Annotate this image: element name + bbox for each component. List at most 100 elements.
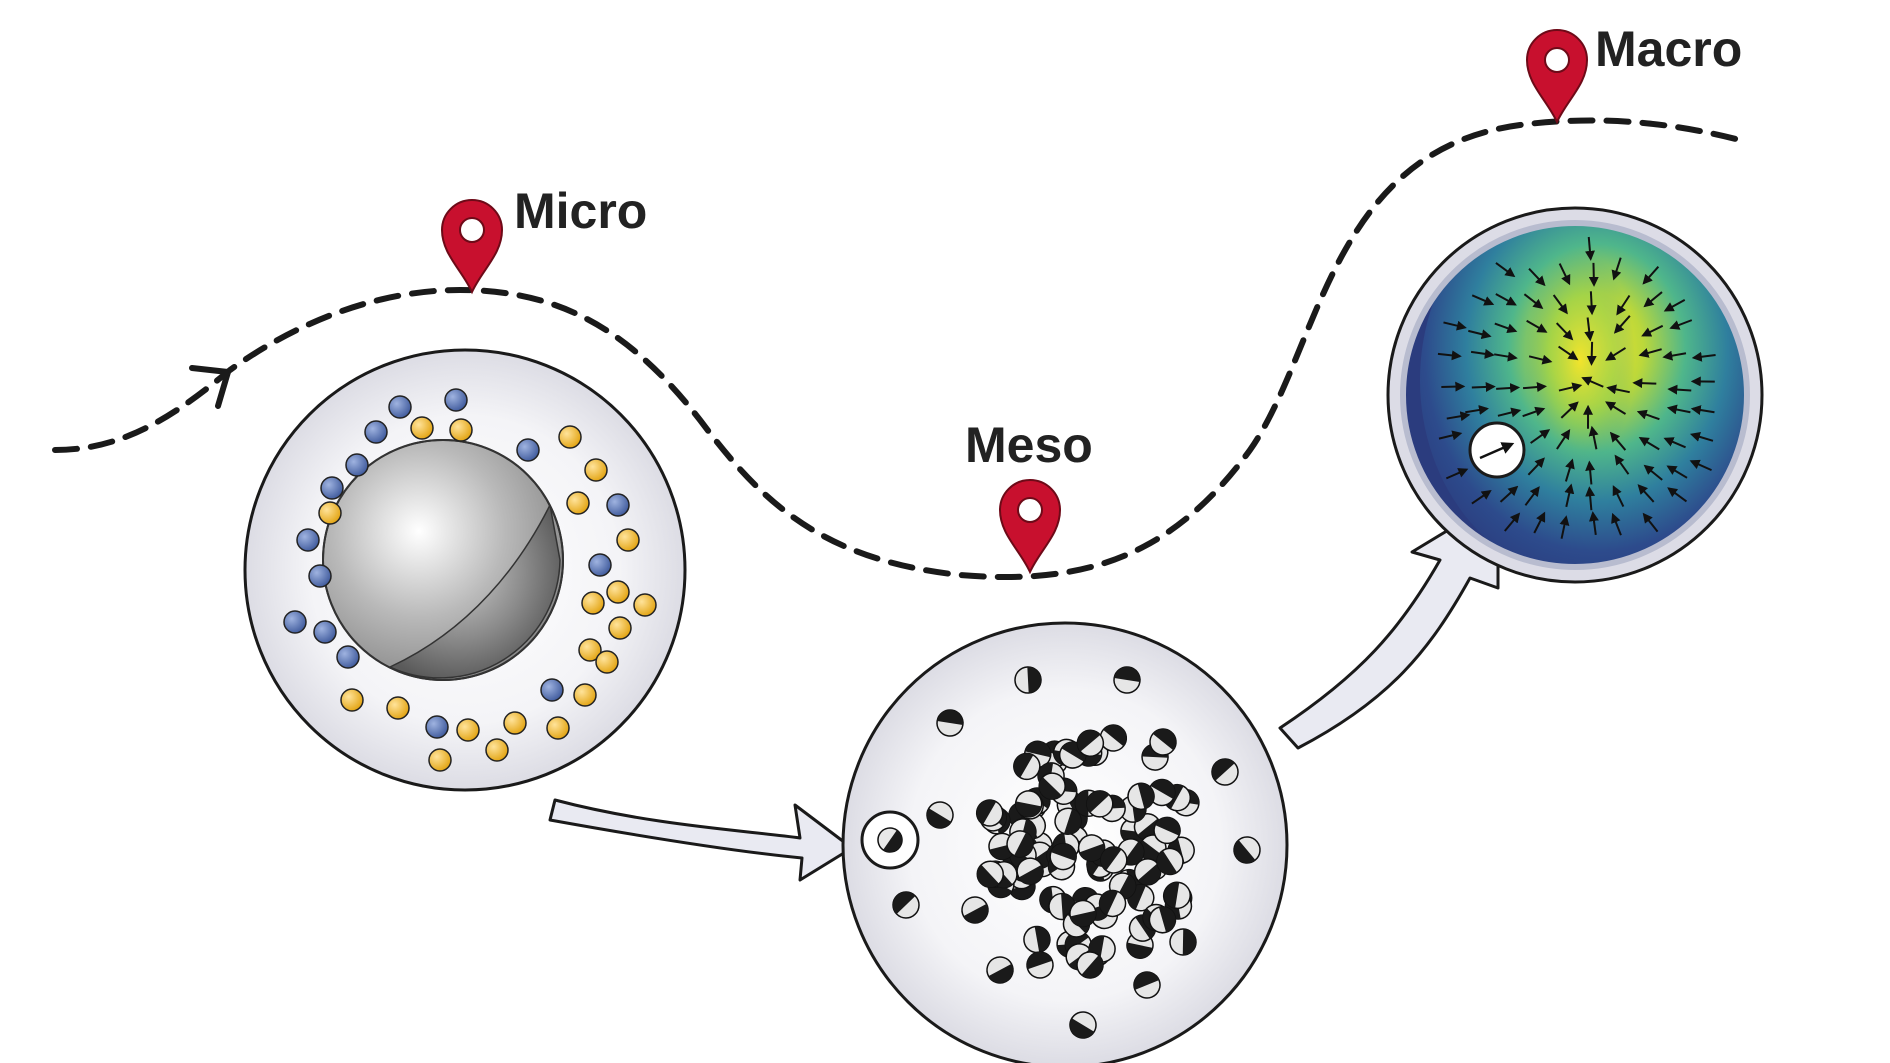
janus-particle bbox=[936, 709, 964, 737]
field-arrow bbox=[1522, 406, 1546, 418]
cation-dot bbox=[340, 688, 364, 712]
field-arrow bbox=[1465, 405, 1489, 415]
field-arrow bbox=[1527, 457, 1545, 476]
field-arrow bbox=[1616, 294, 1631, 316]
janus-particle bbox=[1026, 951, 1054, 979]
macro-pin bbox=[1526, 29, 1588, 123]
path-arrow-head bbox=[189, 365, 231, 409]
field-arrow bbox=[1663, 299, 1686, 312]
cation-dot bbox=[410, 416, 434, 440]
janus-particle bbox=[1133, 971, 1161, 999]
cation-dot bbox=[584, 458, 608, 482]
field-arrow bbox=[1438, 430, 1463, 441]
field-arrow bbox=[1526, 319, 1548, 333]
field-arrow bbox=[1611, 257, 1622, 281]
anion-dot bbox=[388, 395, 412, 419]
field-arrow bbox=[1586, 341, 1597, 366]
janus-particle bbox=[1163, 881, 1191, 910]
field-arrow bbox=[1636, 409, 1660, 421]
field-arrow bbox=[1588, 425, 1599, 450]
field-arrow bbox=[1690, 405, 1715, 415]
cation-dot bbox=[485, 738, 509, 762]
janus-particle bbox=[1211, 758, 1239, 786]
macro-label: Macro bbox=[1595, 21, 1742, 77]
field-arrow bbox=[1638, 348, 1662, 358]
field-arrow bbox=[1643, 291, 1663, 308]
janus-particle bbox=[1233, 836, 1261, 864]
janus-particle bbox=[1013, 752, 1041, 781]
field-arrow bbox=[1613, 315, 1631, 334]
field-arrow bbox=[1530, 429, 1551, 444]
janus-particle bbox=[1014, 790, 1043, 818]
field-arrow bbox=[1495, 293, 1517, 306]
cation-dot bbox=[573, 683, 597, 707]
field-arrow bbox=[1496, 383, 1521, 393]
janus-particle bbox=[1038, 772, 1066, 800]
cation-dot bbox=[428, 748, 452, 772]
anion-dot bbox=[540, 678, 564, 702]
field-arrow bbox=[1689, 459, 1712, 472]
cation-dot bbox=[616, 528, 640, 552]
field-arrow bbox=[1585, 486, 1596, 511]
janus-particle bbox=[1006, 830, 1034, 858]
field-arrow bbox=[1494, 322, 1518, 334]
highlighted-particle bbox=[860, 810, 920, 870]
anion-dot bbox=[308, 564, 332, 588]
janus-particle bbox=[1023, 925, 1051, 954]
field-arrow bbox=[1605, 347, 1627, 361]
anion-dot bbox=[606, 493, 630, 517]
cation-dot bbox=[608, 616, 632, 640]
field-arrow bbox=[1441, 381, 1466, 392]
field-arrow bbox=[1523, 293, 1544, 309]
janus-particle bbox=[1076, 729, 1105, 758]
janus-particle bbox=[975, 799, 1004, 827]
anion-dot bbox=[425, 715, 449, 739]
field-arrow bbox=[1560, 401, 1579, 419]
field-arrow bbox=[1609, 431, 1627, 451]
janus-particle bbox=[1099, 724, 1128, 752]
field-arrow bbox=[1558, 345, 1579, 361]
field-arrow bbox=[1642, 266, 1660, 285]
field-arrow bbox=[1663, 437, 1686, 449]
micro-to-meso-arrow bbox=[548, 798, 854, 882]
anion-dot bbox=[336, 645, 360, 669]
field-arrow bbox=[1642, 512, 1659, 533]
field-arrow bbox=[1555, 322, 1574, 341]
anion-dot bbox=[283, 610, 307, 634]
field-arrow bbox=[1471, 294, 1495, 306]
janus-particle bbox=[1077, 834, 1106, 862]
janus-particles bbox=[892, 666, 1261, 1039]
janus-particle bbox=[986, 956, 1014, 984]
janus-particle bbox=[1016, 857, 1044, 885]
field-arrow bbox=[1564, 483, 1575, 508]
field-arrow bbox=[1586, 291, 1597, 316]
field-arrow bbox=[1611, 512, 1622, 536]
field-arrow bbox=[1585, 460, 1596, 485]
highlighted-cell bbox=[1468, 421, 1526, 479]
field-arrow bbox=[1643, 464, 1663, 481]
field-arrow bbox=[1471, 489, 1492, 505]
janus-particle bbox=[1169, 928, 1197, 956]
anion-dot bbox=[364, 420, 388, 444]
janus-particle bbox=[926, 801, 954, 829]
micro-pin bbox=[441, 199, 503, 293]
field-arrow bbox=[1494, 351, 1518, 362]
field-arrow bbox=[1689, 432, 1714, 442]
cation-dot bbox=[386, 696, 410, 720]
cation-dot bbox=[566, 491, 590, 515]
field-arrow bbox=[1614, 454, 1630, 475]
field-arrow bbox=[1522, 382, 1547, 393]
field-arrow bbox=[1605, 401, 1627, 415]
field-arrow bbox=[1637, 484, 1655, 503]
cation-dot bbox=[606, 580, 630, 604]
janus-particle bbox=[1153, 816, 1181, 845]
janus-particle bbox=[1054, 807, 1082, 836]
micro-label: Micro bbox=[514, 183, 647, 239]
janus-particle bbox=[1049, 842, 1077, 871]
field-arrow bbox=[1445, 468, 1469, 480]
janus-particle bbox=[1113, 666, 1141, 694]
janus-particle bbox=[1086, 790, 1114, 818]
field-arrow bbox=[1638, 436, 1660, 451]
meso-circle bbox=[841, 621, 1289, 1063]
